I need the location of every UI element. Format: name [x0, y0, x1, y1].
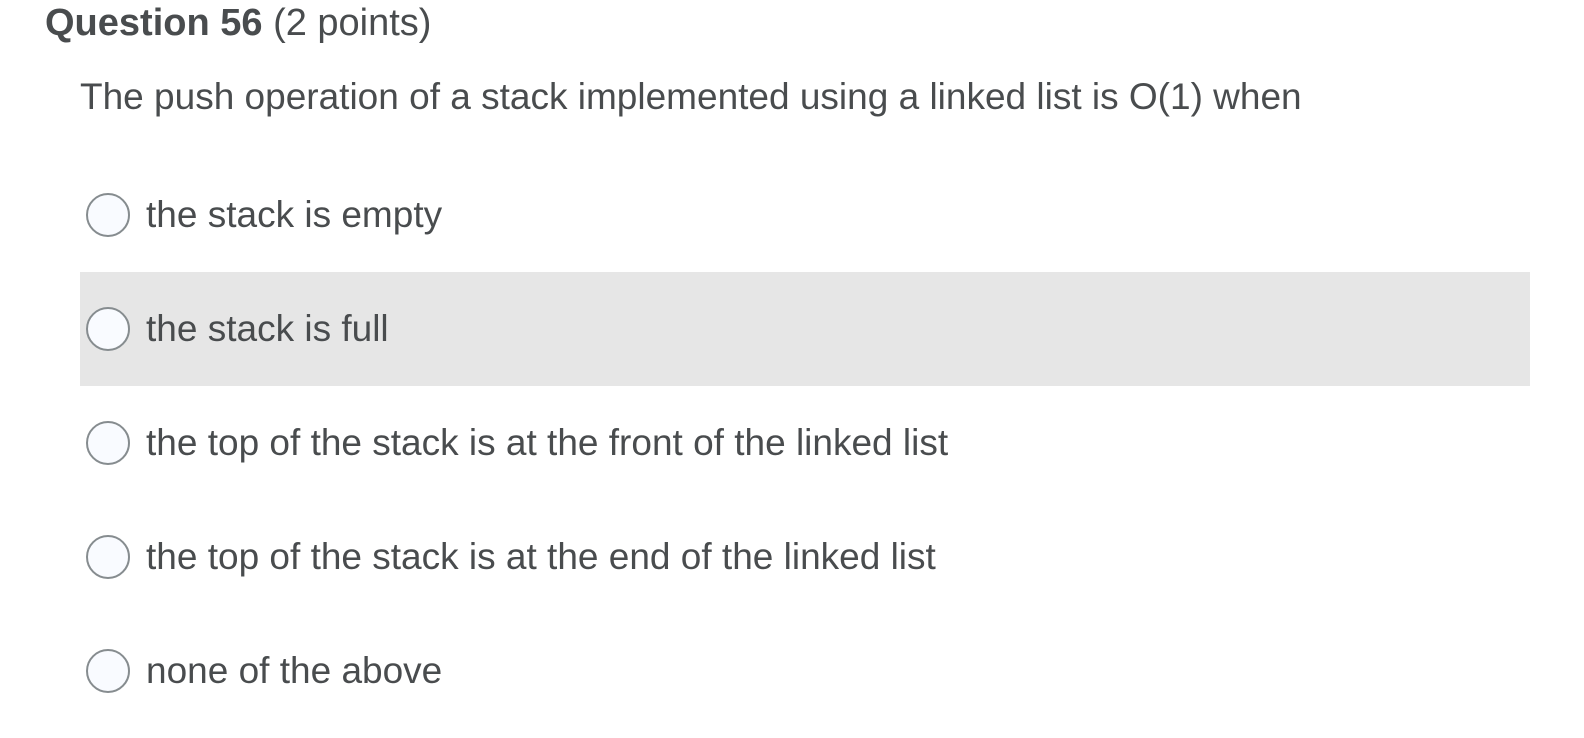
- answer-option[interactable]: the top of the stack is at the end of th…: [80, 500, 1530, 614]
- answer-option-label: the stack is full: [146, 308, 389, 349]
- answer-option-label: none of the above: [146, 650, 443, 691]
- radio-button[interactable]: [86, 421, 130, 465]
- radio-button[interactable]: [86, 193, 130, 237]
- answer-options: the stack is empty the stack is full the…: [80, 158, 1530, 728]
- answer-option-label: the top of the stack is at the end of th…: [146, 536, 936, 577]
- radio-button[interactable]: [86, 649, 130, 693]
- question-points: (2 points): [273, 2, 432, 44]
- answer-option[interactable]: the stack is empty: [80, 158, 1530, 272]
- answer-option-label: the stack is empty: [146, 194, 443, 235]
- radio-button[interactable]: [86, 535, 130, 579]
- answer-option[interactable]: the top of the stack is at the front of …: [80, 386, 1530, 500]
- question-number: Question 56: [45, 2, 263, 44]
- question-text: The push operation of a stack implemente…: [80, 76, 1302, 117]
- answer-option[interactable]: none of the above: [80, 614, 1530, 728]
- answer-option[interactable]: the stack is full: [80, 272, 1530, 386]
- answer-option-label: the top of the stack is at the front of …: [146, 422, 949, 463]
- radio-button[interactable]: [86, 307, 130, 351]
- question-header: Question 56 (2 points): [45, 0, 431, 46]
